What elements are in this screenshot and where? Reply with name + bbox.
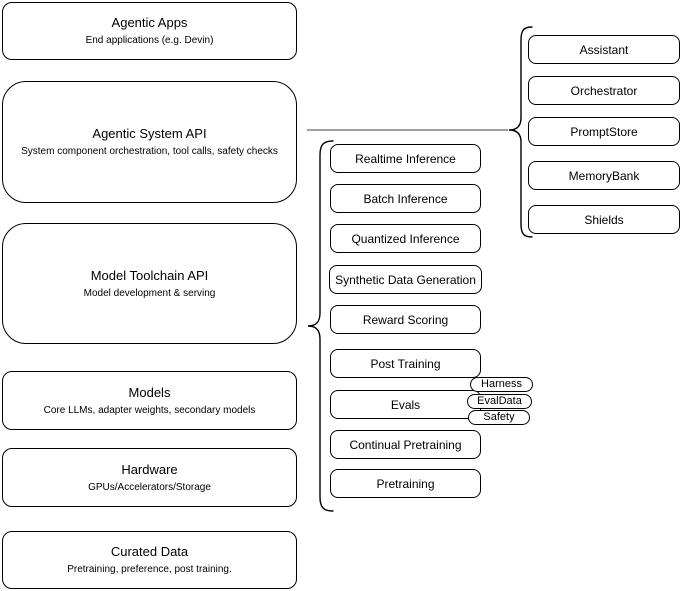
node-title: Agentic System API <box>92 126 207 141</box>
node-quantized-inference: Quantized Inference <box>330 224 481 253</box>
node-pretraining: Pretraining <box>330 469 481 498</box>
node-title: Model Toolchain API <box>90 267 209 283</box>
node-subtitle: End applications (e.g. Devin) <box>85 35 214 46</box>
node-subtitle: Core LLMs, adapter weights, secondary mo… <box>43 404 256 416</box>
eval-tag-safety: Safety <box>468 410 530 425</box>
node-subtitle: Pretraining, preference, post training. <box>67 564 232 575</box>
node-subtitle: Model development & serving <box>83 287 216 299</box>
node-title: Hardware <box>121 461 178 477</box>
node-hardware: Hardware GPUs/Accelerators/Storage <box>2 448 297 507</box>
node-reward-scoring: Reward Scoring <box>330 305 481 334</box>
node-batch-inference: Batch Inference <box>330 184 481 213</box>
node-model-toolchain-api: Model Toolchain API Model development & … <box>2 223 297 344</box>
node-evals: Evals <box>330 390 481 419</box>
node-promptstore: PromptStore <box>528 117 680 146</box>
node-title: Models <box>128 384 171 400</box>
node-orchestrator: Orchestrator <box>528 76 680 105</box>
node-curated-data: Curated Data Pretraining, preference, po… <box>2 531 297 589</box>
node-title: Curated Data <box>110 544 189 559</box>
node-subtitle: System component orchestration, tool cal… <box>21 146 278 157</box>
eval-tag-evaldata: EvalData <box>467 394 532 409</box>
node-agentic-apps: Agentic Apps End applications (e.g. Devi… <box>2 2 297 60</box>
node-shields: Shields <box>528 205 680 234</box>
node-post-training: Post Training <box>330 349 481 378</box>
node-continual-pretraining: Continual Pretraining <box>330 430 481 459</box>
node-agentic-system-api: Agentic System API System component orch… <box>2 81 297 203</box>
node-models: Models Core LLMs, adapter weights, secon… <box>2 371 297 430</box>
node-subtitle: GPUs/Accelerators/Storage <box>88 481 211 493</box>
node-synthetic-data-generation: Synthetic Data Generation <box>329 265 482 294</box>
eval-tag-harness: Harness <box>470 377 533 392</box>
node-realtime-inference: Realtime Inference <box>330 144 481 173</box>
node-title: Agentic Apps <box>111 15 188 30</box>
node-memorybank: MemoryBank <box>528 161 680 190</box>
node-assistant: Assistant <box>528 35 680 64</box>
